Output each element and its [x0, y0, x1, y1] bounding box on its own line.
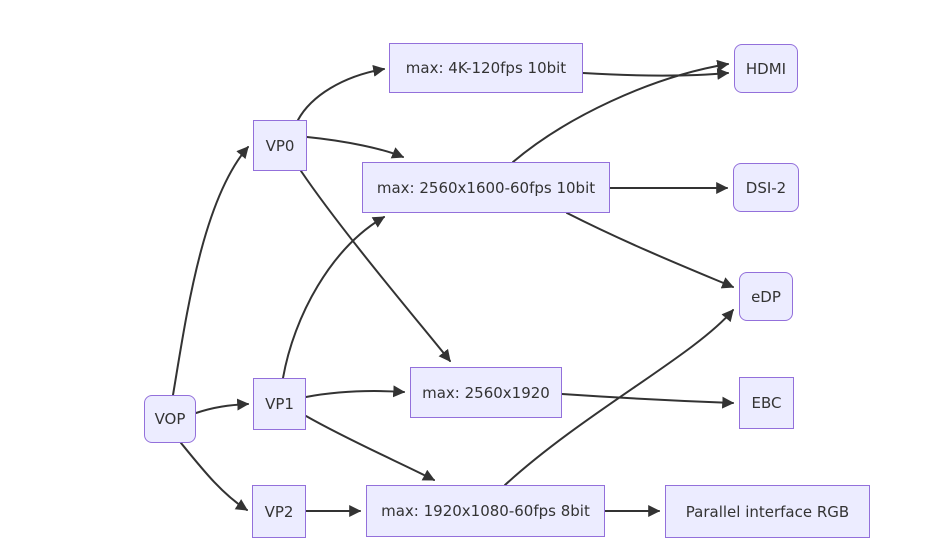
node-max-1920x1080-60fps-8bit: max: 1920x1080-60fps 8bit — [366, 485, 605, 537]
node-vop: VOP — [144, 395, 196, 443]
edge-vp0-to-max2 — [300, 170, 451, 362]
edge-vop-to-vp1 — [195, 398, 250, 414]
edge-vop-to-vp0 — [172, 146, 249, 396]
edge-vp1-to-max3 — [305, 415, 436, 481]
edge-vp1-to-max2 — [305, 385, 406, 398]
node-vp1: VP1 — [253, 378, 306, 430]
node-parallel-interface-rgb: Parallel interface RGB — [665, 485, 870, 538]
node-edp-label: eDP — [751, 287, 781, 306]
node-prgb-label: Parallel interface RGB — [685, 502, 850, 521]
node-hdmi-label: HDMI — [745, 59, 787, 78]
edge-max1-to-hdmi — [512, 59, 730, 163]
node-ebc: EBC — [739, 377, 794, 429]
node-ebc-label: EBC — [751, 394, 782, 412]
edge-vop-to-vp2 — [180, 442, 249, 511]
node-max-4k-120fps-10bit: max: 4K-120fps 10bit — [389, 43, 583, 93]
node-max0-label: max: 4K-120fps 10bit — [405, 59, 567, 77]
edge-max2-to-ebc — [561, 393, 735, 409]
node-edp: eDP — [739, 272, 793, 321]
edge-vp0-to-max1 — [306, 136, 405, 159]
node-vp2-label: VP2 — [264, 502, 294, 521]
node-vp2: VP2 — [252, 485, 306, 538]
node-dsi2-label: DSI-2 — [745, 178, 787, 197]
node-vop-label: VOP — [154, 410, 186, 428]
edge-max1-to-edp — [566, 212, 735, 289]
edge-max3-to-edp — [504, 309, 734, 486]
node-max2-label: max: 2560x1920 — [422, 383, 550, 402]
node-dsi-2: DSI-2 — [733, 163, 799, 212]
edge-vp0-to-max0 — [297, 64, 386, 121]
edge-max0-to-hdmi — [582, 67, 730, 80]
node-hdmi: HDMI — [734, 44, 798, 93]
node-max1-label: max: 2560x1600-60fps 10bit — [376, 178, 596, 197]
node-max-2560x1600-60fps-10bit: max: 2560x1600-60fps 10bit — [362, 162, 610, 213]
node-vp1-label: VP1 — [265, 395, 294, 413]
edge-vp1-to-max1 — [282, 216, 386, 379]
node-vp0: VP0 — [253, 120, 307, 171]
node-vp0-label: VP0 — [265, 136, 295, 155]
node-max3-label: max: 1920x1080-60fps 8bit — [381, 502, 590, 520]
node-max-2560x1920: max: 2560x1920 — [410, 367, 562, 418]
